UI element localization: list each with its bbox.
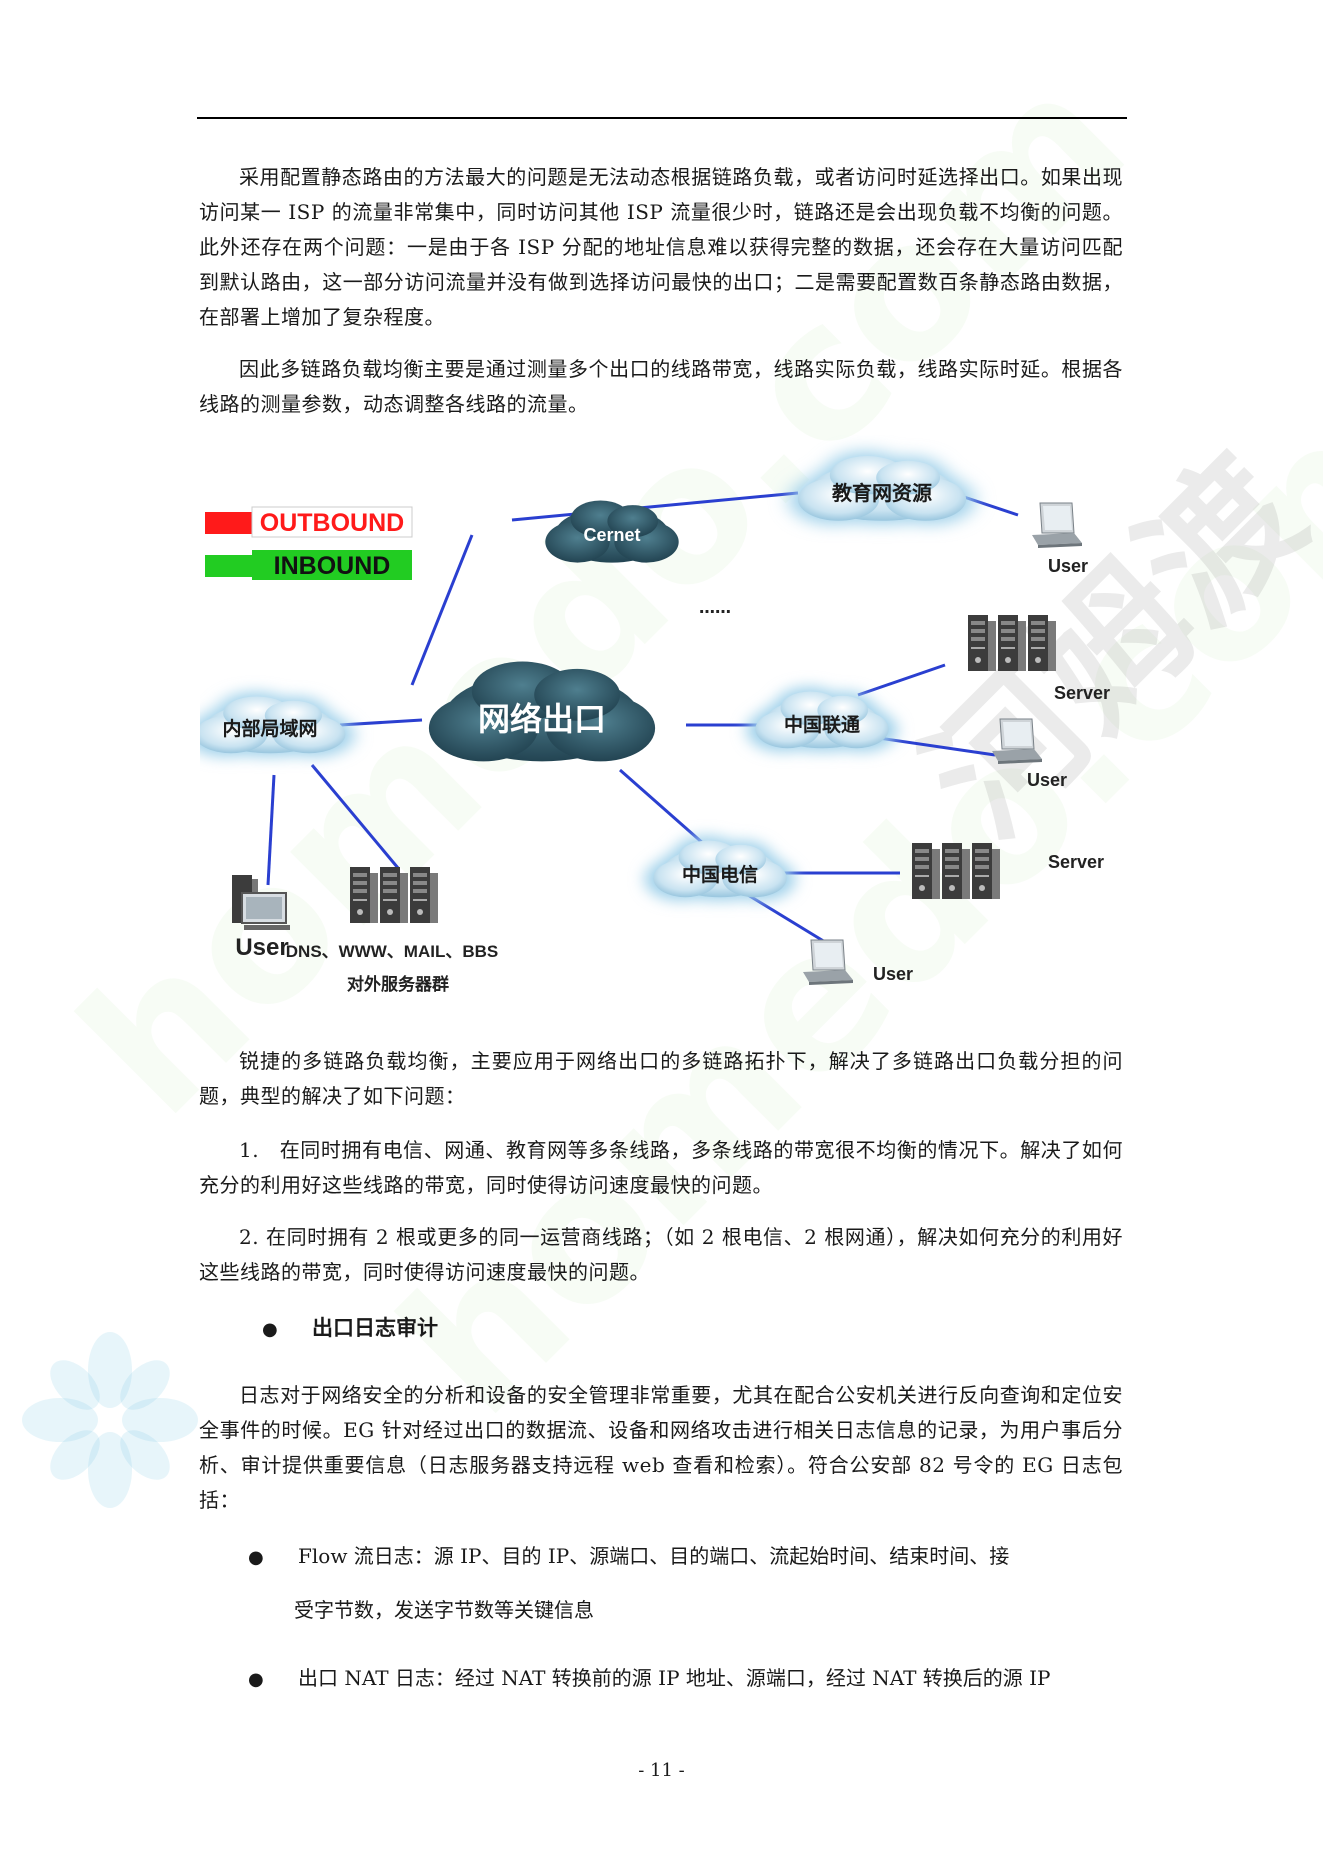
list-item-text: Flow 流日志：源 IP、目的 IP、源端口、目的端口、流起始时间、结束时间、…	[298, 1544, 1010, 1568]
section-heading-text: 出口日志审计	[312, 1315, 438, 1340]
bullet-icon: ●	[248, 1547, 264, 1568]
laptop-icon	[1031, 502, 1083, 549]
legend: OUTBOUND INBOUND	[205, 506, 413, 580]
list-item: ● 出口 NAT 日志：经过 NAT 转换前的源 IP 地址、源端口，经过 NAT…	[248, 1652, 1123, 1706]
server-label: Server	[1054, 683, 1110, 703]
bullet-icon: ●	[262, 1319, 278, 1340]
paragraph: 因此多链路负载均衡主要是通过测量多个出口的线路带宽，线路实际负载，线路实际时延。…	[199, 357, 1123, 416]
laptop-icon	[802, 939, 854, 986]
server-rack-icon	[912, 843, 1000, 899]
user-label: User	[873, 964, 913, 984]
list-item-text-continued: 受字节数，发送字节数等关键信息	[294, 1598, 594, 1622]
user-label: User	[235, 934, 288, 961]
desktop-computer-icon	[232, 875, 290, 930]
legend-outbound-swatch	[205, 512, 252, 534]
paragraph: 锐捷的多链路负载均衡，主要应用于网络出口的多链路拓扑下，解决了多链路出口负载分担…	[199, 1049, 1123, 1108]
server-label: Server	[1048, 852, 1104, 872]
cloud-cernet-label: Cernet	[583, 525, 640, 545]
lan-servers-label: DNS、WWW、MAIL、BBS	[286, 942, 498, 961]
paragraph: 采用配置静态路由的方法最大的问题是无法动态根据链路负载，或者访问时延选择出口。如…	[199, 165, 1123, 329]
server-rack-icon	[350, 867, 438, 923]
watermark-flower-icon	[22, 1332, 198, 1508]
legend-inbound-label: INBOUND	[274, 552, 391, 580]
connection-lines	[266, 491, 1019, 947]
section-heading: ● 出口日志审计	[262, 1310, 438, 1347]
paragraph: 2. 在同时拥有 2 根或更多的同一运营商线路；（如 2 根电信、2 根网通），…	[199, 1225, 1123, 1284]
ellipsis-more-links: ……	[699, 598, 731, 617]
cloud-unicom-label: 中国联通	[784, 713, 861, 736]
user-label: User	[1027, 770, 1067, 790]
network-topology-diagram: OUTBOUND INBOUND Cernet 网络出口 教育网资源 中国联通 …	[200, 451, 1110, 995]
lan-servers-caption: 对外服务器群	[347, 974, 449, 995]
cloud-edu-label: 教育网资源	[832, 481, 932, 505]
page-number: - 11 -	[638, 1760, 685, 1781]
header-rule	[197, 117, 1127, 119]
cloud-telecom-label: 中国电信	[682, 863, 758, 886]
cloud-lan-label: 内部局域网	[222, 717, 317, 740]
bullet-icon: ●	[248, 1669, 264, 1690]
cloud-network-exit-label: 网络出口	[478, 700, 606, 738]
list-item: ● Flow 流日志：源 IP、目的 IP、源端口、目的端口、流起始时间、结束时间…	[248, 1530, 1123, 1636]
legend-outbound-label: OUTBOUND	[260, 509, 404, 537]
paragraph: 1. 在同时拥有电信、网通、教育网等多条线路，多条线路的带宽很不均衡的情况下。解…	[199, 1138, 1123, 1197]
user-label: User	[1048, 556, 1088, 576]
legend-inbound-swatch	[205, 555, 252, 577]
server-rack-icon	[968, 615, 1056, 671]
list-item-text: 出口 NAT 日志：经过 NAT 转换前的源 IP 地址、源端口，经过 NAT …	[298, 1666, 1051, 1690]
laptop-icon	[991, 718, 1043, 765]
paragraph: 日志对于网络安全的分析和设备的安全管理非常重要，尤其在配合公安机关进行反向查询和…	[199, 1383, 1123, 1512]
